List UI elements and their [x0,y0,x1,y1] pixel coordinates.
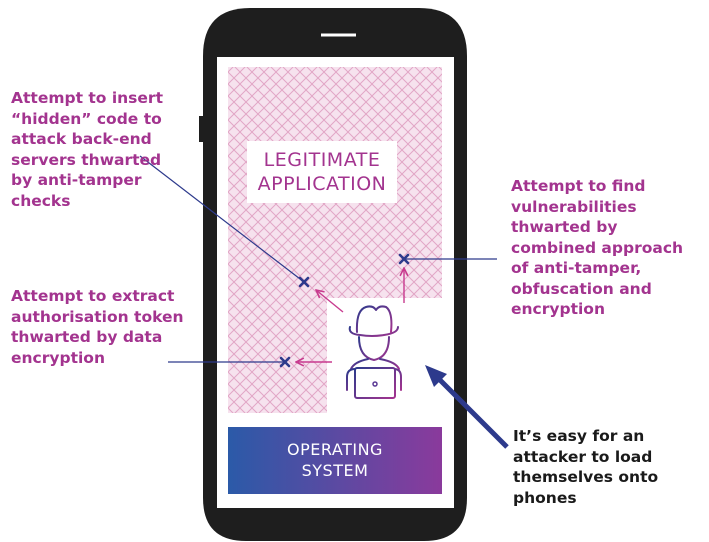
annotation-insert-code: Attempt to insert “hidden” code to attac… [11,88,163,211]
annotation-line: Attempt to find [511,177,646,195]
arrow-icon [436,376,509,449]
laptop-icon [345,367,405,401]
operating-system-bar [228,427,442,494]
annotation-line: “hidden” code to [11,109,162,128]
annotation-extract-token: Attempt to extract authorisation token t… [11,286,184,368]
app-label-line2: APPLICATION [257,173,387,195]
annotation-line: themselves onto [513,468,659,486]
app-label: LEGITIMATE APPLICATION [247,148,397,196]
annotation-line: thwarted by data [11,328,163,346]
annotation-line: It’s easy for an [513,427,645,445]
arrow-icon [316,290,344,313]
x-marker-icon [298,276,310,288]
annotation-line: encryption [511,300,605,318]
annotation-find-vulnerabilities: Attempt to find vulnerabilities thwarted… [511,176,683,320]
annotation-line: checks [11,191,71,210]
x-marker-icon [279,356,291,368]
pointer-line-insert-code [139,155,305,283]
x-marker-icon [398,253,410,265]
annotation-line: attacker to load [513,447,653,466]
arrow-icon [425,365,447,387]
annotation-line: by anti-tamper [11,171,142,189]
annotation-line: phones [513,488,577,507]
annotation-line: thwarted by [511,218,618,236]
phone-side-button [199,116,203,142]
annotation-attacker-load: It’s easy for an attacker to load themse… [513,426,658,508]
annotation-line: combined approach [511,238,684,257]
app-label-box [247,141,397,203]
annotation-line: vulnerabilities [511,197,637,216]
annotation-line: authorisation token [11,307,184,326]
annotation-line: encryption [11,348,105,367]
annotation-line: Attempt to insert [11,89,163,107]
os-label-line1: OPERATING [287,440,383,459]
os-label: OPERATING SYSTEM [228,439,442,481]
app-label-line1: LEGITIMATE [263,149,381,171]
annotation-line: servers thwarted [11,150,162,169]
annotation-line: obfuscation and [511,279,652,298]
annotation-line: of anti-tamper, [511,259,642,277]
annotation-line: Attempt to extract [11,287,175,305]
annotation-line: attack back-end [11,130,152,148]
os-label-line2: SYSTEM [301,461,369,480]
